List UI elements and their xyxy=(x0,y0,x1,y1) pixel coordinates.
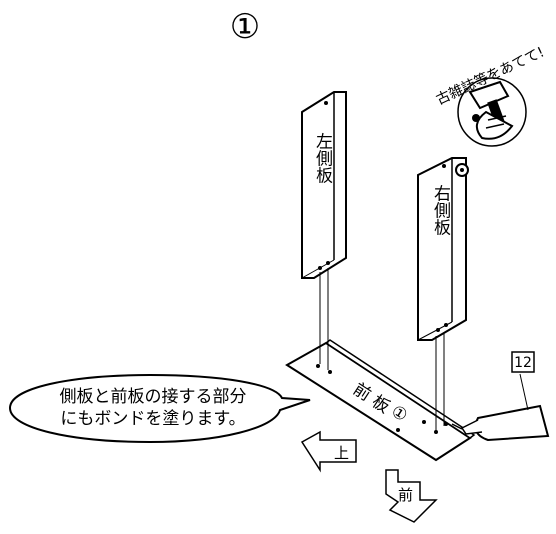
instruction-text-line2: にもボンドを塗ります。 xyxy=(60,409,246,429)
right-side-board: 右側板 xyxy=(417,157,469,341)
right-side-board-label: 右側板 xyxy=(430,184,451,235)
instruction-text-line1: 側板と前板の接する部分 xyxy=(59,387,247,407)
left-side-board: 左側板 xyxy=(301,91,347,279)
alignment-lines xyxy=(319,268,445,432)
stamp: 古雑誌等をあてて! xyxy=(433,43,547,147)
front-arrow: 前 xyxy=(385,469,438,523)
part-tag: 12 xyxy=(511,351,535,373)
base-board: 前 板 ① xyxy=(285,339,476,462)
step-number: ① xyxy=(230,7,260,47)
glue-bottle-icon xyxy=(451,373,550,442)
up-arrow: 上 xyxy=(300,430,357,473)
front-arrow-label: 前 xyxy=(398,486,413,504)
up-arrow-label: 上 xyxy=(334,444,349,462)
left-side-board-label: 左側板 xyxy=(312,132,333,183)
hammer-hand-icon xyxy=(468,80,514,140)
instruction-bubble xyxy=(8,373,311,444)
svg-text:12: 12 xyxy=(514,355,532,371)
